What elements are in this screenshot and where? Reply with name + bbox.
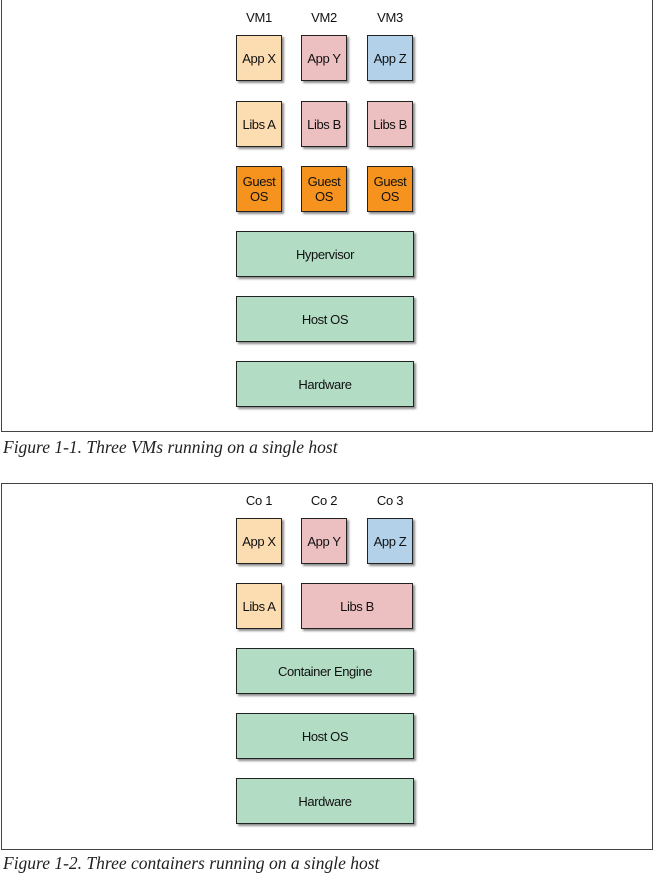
vm2-app-y-box: App Y — [301, 35, 347, 81]
hypervisor-box: Hypervisor — [236, 231, 414, 277]
vm3-guest-os-line1: Guest — [373, 174, 407, 189]
vm1-libs-label: Libs A — [242, 116, 276, 132]
co1-libs-a-box: Libs A — [236, 583, 282, 629]
shared-libs-b-box: Libs B — [301, 583, 413, 629]
column-label-co3: Co 3 — [376, 493, 404, 508]
vm3-guest-os-line2: OS — [381, 189, 399, 204]
co1-libs-label: Libs A — [242, 598, 276, 614]
column-label-co1: Co 1 — [245, 493, 273, 508]
vm3-guest-os-box: Guest OS — [367, 166, 413, 212]
vm2-guest-os-line1: Guest — [307, 174, 341, 189]
column-label-vm3: VM3 — [377, 10, 403, 25]
column-label-vm2: VM2 — [311, 10, 337, 25]
fig1-host-os-label: Host OS — [301, 311, 349, 327]
vm1-guest-os-box: Guest OS — [236, 166, 282, 212]
vm2-guest-os-line2: OS — [315, 189, 333, 204]
vm2-libs-label: Libs B — [307, 116, 341, 132]
shared-libs-b-label: Libs B — [340, 598, 374, 614]
vm1-app-label: App X — [242, 50, 276, 66]
co3-app-z-box: App Z — [367, 518, 413, 564]
co1-app-label: App X — [242, 533, 276, 549]
co1-app-x-box: App X — [236, 518, 282, 564]
figure-2-caption: Figure 1-2. Three containers running on … — [3, 853, 380, 873]
co2-app-label: App Y — [307, 533, 341, 549]
figure-1-caption: Figure 1-1. Three VMs running on a singl… — [3, 437, 338, 457]
vm2-guest-os-box: Guest OS — [301, 166, 347, 212]
container-engine-box: Container Engine — [236, 648, 414, 694]
co3-app-label: App Z — [373, 533, 407, 549]
fig1-hardware-box: Hardware — [236, 361, 414, 407]
fig2-hardware-label: Hardware — [298, 793, 352, 809]
hypervisor-label: Hypervisor — [295, 246, 355, 262]
vm3-app-z-box: App Z — [367, 35, 413, 81]
vm3-libs-box: Libs B — [367, 101, 413, 147]
vm2-app-label: App Y — [307, 50, 341, 66]
column-label-co2: Co 2 — [310, 493, 338, 508]
vm3-app-label: App Z — [373, 50, 407, 66]
column-label-vm1: VM1 — [246, 10, 272, 25]
fig2-host-os-label: Host OS — [301, 728, 349, 744]
fig1-host-os-box: Host OS — [236, 296, 414, 342]
vm1-app-x-box: App X — [236, 35, 282, 81]
co2-app-y-box: App Y — [301, 518, 347, 564]
vm1-guest-os-line1: Guest — [242, 174, 276, 189]
container-engine-label: Container Engine — [277, 663, 373, 679]
vm1-guest-os-line2: OS — [250, 189, 268, 204]
vm2-libs-box: Libs B — [301, 101, 347, 147]
vm1-libs-box: Libs A — [236, 101, 282, 147]
fig2-hardware-box: Hardware — [236, 778, 414, 824]
vm3-libs-label: Libs B — [373, 116, 407, 132]
fig2-host-os-box: Host OS — [236, 713, 414, 759]
fig1-hardware-label: Hardware — [298, 376, 352, 392]
